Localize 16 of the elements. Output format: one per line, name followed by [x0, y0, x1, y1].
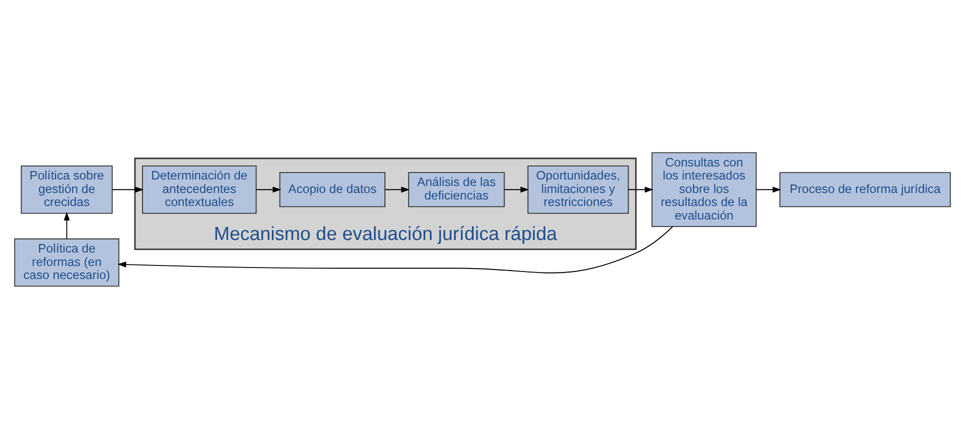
- arrow: [628, 186, 654, 193]
- arrow: [256, 186, 282, 193]
- arrow: [384, 186, 410, 193]
- node-box: Análisis de las deficiencias: [408, 172, 505, 208]
- node-box: Consultas con los interesados sobre los resultados de la evaluación: [652, 152, 757, 228]
- node-box: Política de reformas (en caso necesario): [14, 238, 120, 287]
- node-box: Acopio de datos: [279, 172, 386, 208]
- node-box: Proceso de reforma jurídica: [779, 172, 951, 208]
- node-box: Oportunidades, limitaciones y restricciones: [527, 165, 629, 214]
- node-box: Política sobre gestión de crecidas: [20, 165, 113, 214]
- arrow: [756, 186, 782, 193]
- arrow: [118, 226, 674, 274]
- arrow: [504, 186, 529, 193]
- node-box: Determinación de antecedentes contextuales: [142, 165, 257, 214]
- arrow: [64, 212, 70, 240]
- arrow: [112, 186, 144, 193]
